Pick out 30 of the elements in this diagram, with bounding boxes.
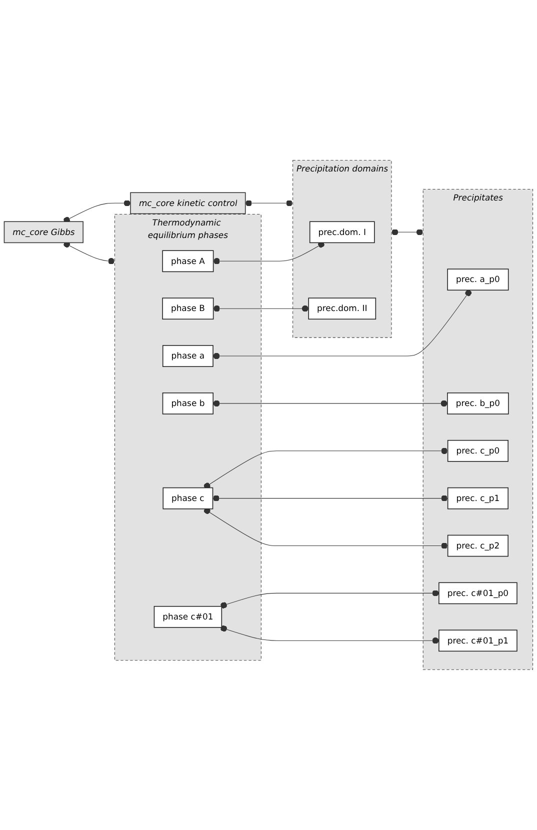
node-box: mc_core kinetic control [130,192,246,214]
node-box: prec. c_p1 [447,487,508,510]
node-box: phase c#01 [154,606,222,628]
node-box: prec. a_p0 [447,268,509,291]
node-box: prec.dom. II [308,298,376,320]
node-box: prec.dom. I [309,221,375,244]
node-box: prec. c_p2 [447,534,508,557]
node-box: phase A [162,250,214,272]
connector [212,400,448,407]
connector [245,200,294,206]
node-box: prec. b_p0 [447,392,509,414]
node-box: prec. c#01_p1 [438,630,518,652]
connector [212,495,448,502]
connector [213,241,324,264]
connector [204,508,448,550]
node-box: prec. c_p0 [447,440,508,462]
node-box: prec. c#01_p0 [438,582,518,604]
node-box: phase a [162,345,214,368]
node-box: mc_core Gibbs [4,221,84,244]
connector [212,290,472,360]
connector [220,590,440,609]
connector [391,229,424,236]
node-box: phase b [162,392,214,414]
connector [63,241,115,264]
connector [63,200,131,224]
connector [213,305,309,312]
node-box: phase B [162,298,214,320]
connector [220,625,440,644]
connector [204,448,448,490]
node-box: phase c [162,487,214,510]
